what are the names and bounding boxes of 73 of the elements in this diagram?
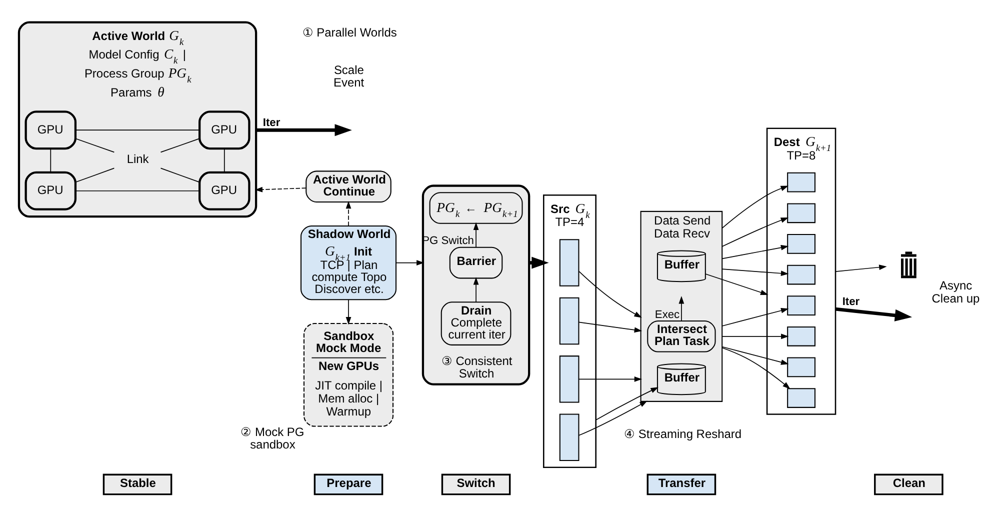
edge-label: Exec [654,308,680,320]
node-box [559,355,580,402]
connector [160,167,200,182]
arrow [254,186,306,192]
node-text: Link [126,152,149,166]
node-box: PG$_{k}$ ← PG$_{k+1}$ [429,192,523,224]
label: ④ Streaming Reshard [624,426,742,440]
connector [75,138,115,152]
arrow [578,400,648,436]
connector [224,148,225,172]
arrow [578,376,642,382]
cluster: Src G$_{k}$ TP=4 [543,194,596,468]
cluster: Dest G$_{k+1}$ TP=8 [766,127,836,414]
arrow [346,298,352,324]
node-label: Async Clean up [932,278,980,305]
node-label: ③ Consistent Switch [441,353,512,380]
node-box [559,238,580,286]
node-box: Stable [102,473,172,495]
node-box [787,202,816,223]
edge-label: Iter [262,116,280,129]
label: Scale Event [334,62,364,90]
node-box: GPU [24,170,77,210]
arrow [678,295,684,321]
node-box: GPU [198,110,250,150]
label: ① Parallel Worlds [302,25,397,40]
arrow [722,216,789,246]
connector [160,138,200,152]
node-box [787,356,816,377]
cluster [422,184,530,385]
node-box [787,326,816,346]
node-box [787,172,816,192]
arrow [578,270,642,318]
arrow [722,346,790,389]
arrow [722,307,789,326]
node-box [787,234,816,254]
arrow [835,306,912,321]
arrow [722,268,789,276]
node-box: GPU [198,170,250,210]
node-box: Active World Continue [306,170,392,202]
node-box [787,264,816,284]
node-box: Prepare [314,473,384,495]
node-box [559,413,580,460]
arrow [595,386,658,420]
node-box: GPU [24,110,77,150]
node-box [787,388,816,408]
arrow [705,273,768,294]
arrow [722,244,789,259]
arrow [722,333,789,339]
node-box: Switch [441,473,511,495]
connector [75,167,115,182]
node-box [787,295,816,315]
connector [50,148,52,172]
arrow [396,260,424,265]
node-box: Shadow World G$_{k+1}$ Init TCP | Plan compute Topo Discover etc. [300,224,397,300]
arrow [473,222,479,248]
arrow [578,321,642,332]
arrow [722,185,788,228]
connector [75,190,200,191]
arrow [835,264,887,272]
node-box: Drain Complete current iter [440,301,512,345]
node-box: Clean [874,473,944,495]
node-box: Sandbox Mock Mode New GPUs JIT compile | Mem alloc | Warmup [303,322,394,426]
arrow [256,124,352,136]
edge-label: Iter [842,296,860,308]
arrow [346,200,352,226]
node-box: Transfer [646,473,716,495]
node-box: Barrier [449,246,503,278]
node-box [559,296,580,344]
connector [75,129,200,130]
node-box: Intersect Plan Task [647,320,716,352]
node-label: ② Mock PG sandbox [240,424,304,452]
arrow [722,346,789,364]
arrow [473,276,479,302]
